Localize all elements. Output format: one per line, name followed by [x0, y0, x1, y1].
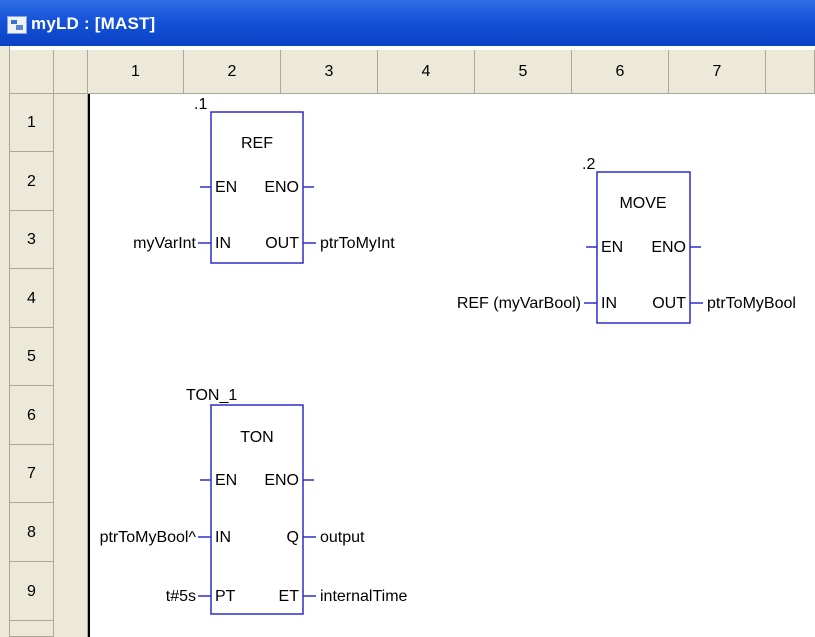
move-block-type: MOVE: [619, 195, 666, 212]
column-header-1[interactable]: 1: [88, 50, 184, 94]
corner-gutter-cell: [54, 50, 88, 94]
column-header-3[interactable]: 3: [281, 50, 378, 94]
move-block[interactable]: .2 MOVE EN ENO REF (myVarBool) IN OUT pt…: [457, 156, 796, 324]
move-instance-label: .2: [582, 156, 595, 173]
ref-instance-label: .1: [194, 96, 207, 113]
ref-pin-out: OUT: [265, 235, 299, 252]
ladder-diagram[interactable]: .1 REF EN ENO myVarInt IN OUT ptrToMyInt…: [0, 46, 815, 637]
row-header-8[interactable]: 8: [10, 503, 54, 562]
ton-et-variable[interactable]: internalTime: [320, 588, 408, 605]
column-header-5[interactable]: 5: [475, 50, 572, 94]
ton-pin-et: ET: [279, 588, 300, 605]
row-header-3[interactable]: 3: [10, 211, 54, 269]
ton-instance-label: TON_1: [186, 387, 237, 404]
row-gutter: [54, 94, 88, 637]
column-header-6[interactable]: 6: [572, 50, 669, 94]
column-header-7[interactable]: 7: [669, 50, 766, 94]
ton-q-variable[interactable]: output: [320, 529, 365, 546]
ref-pin-eno: ENO: [264, 179, 299, 196]
window-title: myLD : [MAST]: [31, 14, 156, 33]
move-pin-en: EN: [601, 239, 623, 256]
ld-editor-icon: [7, 16, 27, 34]
ladder-editor-area[interactable]: 1 2 3 4 5 6 7 1 2 3 4 5 6 7 8 9 .1 REF E…: [0, 46, 815, 637]
move-out-variable[interactable]: ptrToMyBool: [707, 295, 796, 312]
ton-pin-pt: PT: [215, 588, 236, 605]
ton-block-frame[interactable]: [210, 404, 304, 615]
corner-cell: [10, 50, 54, 94]
row-header-5[interactable]: 5: [10, 328, 54, 386]
ton-in-variable[interactable]: ptrToMyBool^: [100, 529, 197, 546]
move-pin-out: OUT: [652, 295, 686, 312]
move-in-variable[interactable]: REF (myVarBool): [457, 295, 581, 312]
ref-block-frame[interactable]: [210, 111, 304, 264]
ton-pin-q: Q: [287, 529, 299, 546]
row-header-1[interactable]: 1: [10, 94, 54, 152]
row-header-2[interactable]: 2: [10, 152, 54, 211]
ref-out-variable[interactable]: ptrToMyInt: [320, 235, 395, 252]
column-header-4[interactable]: 4: [378, 50, 475, 94]
left-power-rail: [88, 94, 90, 637]
ton-block-type: TON: [240, 429, 273, 446]
window-titlebar: myLD : [MAST]: [0, 0, 815, 46]
ref-block-type: REF: [241, 135, 273, 152]
row-header-6[interactable]: 6: [10, 386, 54, 445]
column-header-2[interactable]: 2: [184, 50, 281, 94]
ton-block[interactable]: TON_1 TON EN ENO ptrToMyBool^ IN Q outpu…: [100, 387, 408, 615]
ton-pin-eno: ENO: [264, 472, 299, 489]
move-pin-eno: ENO: [651, 239, 686, 256]
ton-pin-in: IN: [215, 529, 231, 546]
ref-pin-in: IN: [215, 235, 231, 252]
row-header-7[interactable]: 7: [10, 445, 54, 503]
row-header-9[interactable]: 9: [10, 562, 54, 621]
ton-pt-variable[interactable]: t#5s: [166, 588, 196, 605]
ref-in-variable[interactable]: myVarInt: [133, 235, 196, 252]
ref-pin-en: EN: [215, 179, 237, 196]
column-header-partial[interactable]: [766, 50, 815, 94]
ton-pin-en: EN: [215, 472, 237, 489]
left-edge: [0, 46, 10, 637]
move-pin-in: IN: [601, 295, 617, 312]
ref-block[interactable]: .1 REF EN ENO myVarInt IN OUT ptrToMyInt: [133, 96, 395, 264]
row-header-4[interactable]: 4: [10, 269, 54, 328]
